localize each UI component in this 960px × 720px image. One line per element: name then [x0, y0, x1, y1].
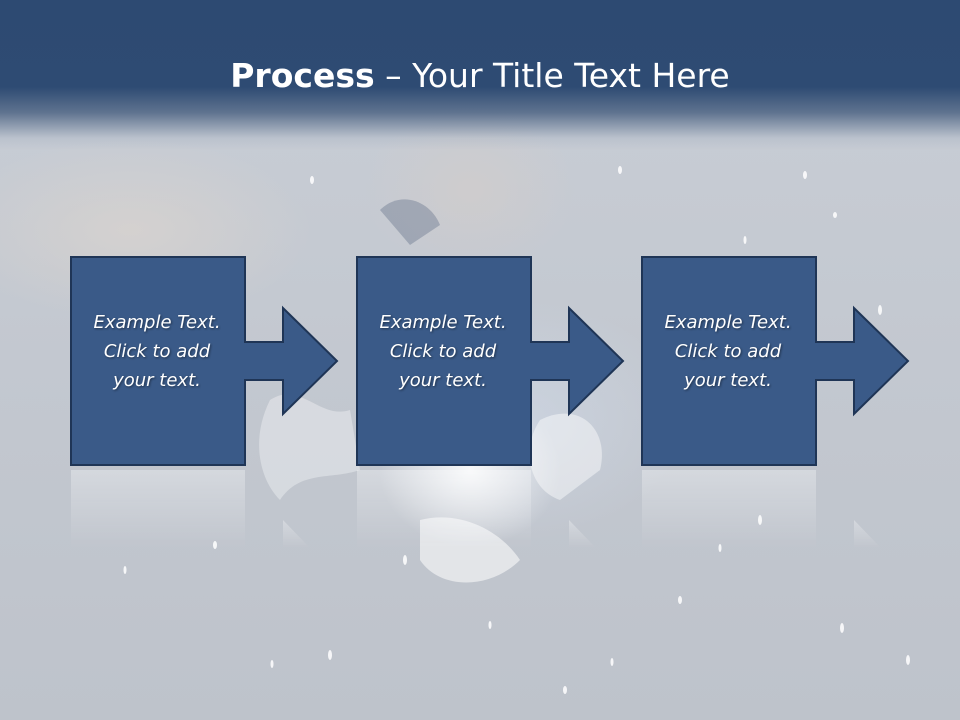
slide-title[interactable]: Process – Your Title Text Here [0, 54, 960, 98]
step-3-reflection [642, 470, 881, 548]
step-3-line-1: Example Text. [664, 312, 792, 333]
process-step-1[interactable]: Example Text. Click to add your text. [70, 256, 340, 468]
step-2-line-3: your text. [399, 370, 487, 391]
step-2-line-2: Click to add [389, 341, 497, 362]
step-1-line-2: Click to add [103, 341, 211, 362]
process-step-3[interactable]: Example Text. Click to add your text. [641, 256, 911, 468]
step-1-text[interactable]: Example Text. Click to add your text. [70, 308, 244, 395]
step-2-shape [356, 256, 625, 466]
step-1-box [70, 256, 246, 466]
title-bold: Process [230, 56, 375, 95]
step-3-line-3: your text. [684, 370, 772, 391]
puzzle-piece-shape [529, 413, 602, 500]
step-2-arrow-icon [530, 305, 625, 417]
step-1-reflection [71, 470, 310, 548]
step-2-box [356, 256, 532, 466]
title-rest: – Your Title Text Here [374, 56, 730, 95]
step-3-text[interactable]: Example Text. Click to add your text. [641, 308, 815, 395]
step-1-arrow-icon [244, 305, 339, 417]
step-1-line-3: your text. [113, 370, 201, 391]
step-3-line-2: Click to add [674, 341, 782, 362]
step-3-arrow-icon [815, 305, 910, 417]
step-2-line-1: Example Text. [379, 312, 507, 333]
puzzle-piece-shape [259, 394, 360, 500]
step-1-shape [70, 256, 339, 466]
step-3-shape [641, 256, 910, 466]
step-2-text[interactable]: Example Text. Click to add your text. [356, 308, 530, 395]
puzzle-piece-shape [380, 199, 440, 245]
title-bar [0, 0, 960, 150]
step-1-line-1: Example Text. [93, 312, 221, 333]
step-2-reflection [357, 470, 596, 548]
process-step-2[interactable]: Example Text. Click to add your text. [356, 256, 626, 468]
